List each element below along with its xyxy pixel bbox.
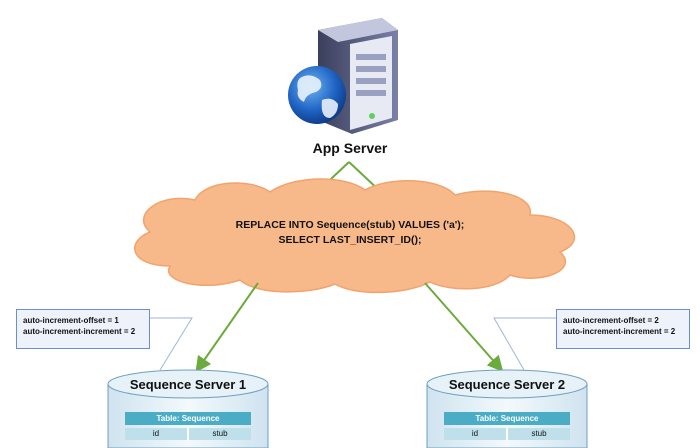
config-increment: auto-increment-increment = 2 [563,327,676,336]
table-title: Table: Sequence [444,412,570,425]
arrow-to-server-2 [424,282,504,373]
sql-line-1: REPLACE INTO Sequence(stub) VALUES ('a')… [235,219,465,231]
server-1-config-callout: auto-increment-offset = 1 auto-increment… [16,309,150,349]
app-server-icon [288,18,398,134]
column-id: id [444,428,508,440]
sql-line-2: SELECT LAST_INSERT_ID(); [278,234,422,246]
config-offset: auto-increment-offset = 2 [563,316,659,325]
column-stub: stub [508,428,570,440]
column-stub: stub [189,428,251,440]
arrow-to-server-1 [195,282,259,373]
callout-leader-2 [493,317,556,371]
request-cloud [133,178,576,294]
sequence-server-2-title: Sequence Server 2 [448,377,566,392]
table-title: Table: Sequence [125,412,251,425]
server-2-config-callout: auto-increment-offset = 2 auto-increment… [556,309,690,349]
column-id: id [125,428,189,440]
sequence-table-2: Table: Sequence id stub [444,412,570,440]
callout-leader-1 [150,317,193,371]
app-server-label: App Server [312,140,388,156]
cloud-sql-text: REPLACE INTO Sequence(stub) VALUES ('a')… [185,218,515,248]
sequence-server-1-title: Sequence Server 1 [129,377,247,392]
sequence-table-1: Table: Sequence id stub [125,412,251,440]
config-offset: auto-increment-offset = 1 [23,316,119,325]
config-increment: auto-increment-increment = 2 [23,327,136,336]
